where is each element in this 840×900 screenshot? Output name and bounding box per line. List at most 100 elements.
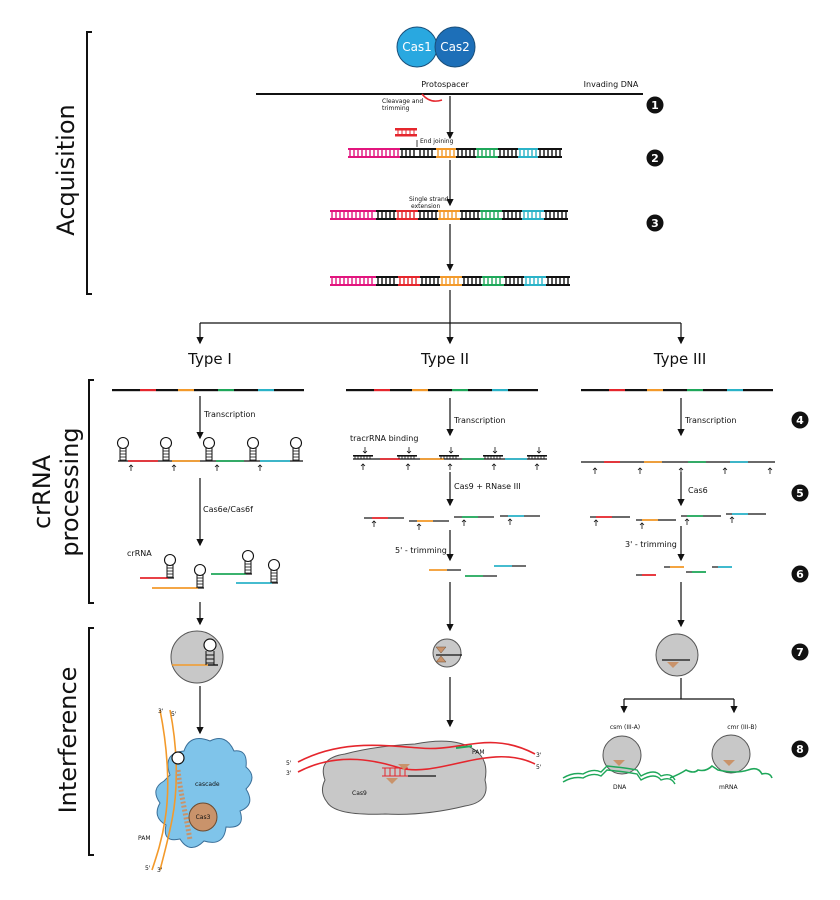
acquisition-bracket xyxy=(86,31,92,295)
cas6-label: Cas6 xyxy=(688,486,708,495)
cleavage-site-arrow xyxy=(684,518,690,525)
type3-branch xyxy=(620,678,738,714)
type1-3prime-bottom: 3' xyxy=(157,867,163,874)
tracrrna-duplex xyxy=(439,447,459,459)
tracrrna-duplex xyxy=(483,447,503,459)
array-segment xyxy=(538,148,562,158)
array-segment xyxy=(376,276,398,286)
array-segment xyxy=(476,148,498,158)
tracrrna-binding-label: tracrRNA binding xyxy=(350,434,418,443)
cas2-protein xyxy=(434,26,476,68)
cleavage-label-1: Cleavage and xyxy=(382,98,423,105)
transcript-segment xyxy=(194,389,218,392)
repeat-hairpin xyxy=(116,436,130,461)
step-marker-6: 6 xyxy=(791,565,809,583)
cleavage-site-arrow xyxy=(491,463,497,470)
array-segment xyxy=(376,210,396,220)
repeat-hairpin xyxy=(289,436,303,461)
array-segment xyxy=(462,276,482,286)
cleavage-site-arrow xyxy=(171,464,177,471)
trim3-label: 3' - trimming xyxy=(625,540,677,549)
transcript-segment xyxy=(703,389,727,392)
type-1-heading: Type I xyxy=(187,350,232,368)
step-number: 7 xyxy=(796,646,804,659)
type1-mature-crrnas xyxy=(140,549,281,589)
cas9-rnase-label: Cas9 + RNase III xyxy=(454,482,521,491)
type1-pre-crrna xyxy=(116,436,303,471)
step-number: 6 xyxy=(796,568,804,581)
repeat-hairpin xyxy=(241,549,255,574)
type1-5prime-bottom: 5' xyxy=(145,865,151,872)
step-marker-7: 7 xyxy=(791,643,809,661)
type1-pam-label: PAM xyxy=(138,835,151,842)
crrna-bracket xyxy=(88,379,94,604)
cleavage-site-arrow xyxy=(592,467,598,474)
array-segment xyxy=(482,276,504,286)
transcript-segment xyxy=(468,389,492,392)
transcript-segment xyxy=(346,389,374,392)
step-number: 2 xyxy=(651,152,659,165)
step-marker-3: 3 xyxy=(646,214,664,232)
dna-strand-orange-2 xyxy=(159,709,178,871)
mrna-label: mRNA xyxy=(719,784,739,791)
cas1-label: Cas1 xyxy=(402,40,432,54)
type-3-heading: Type III xyxy=(653,350,707,368)
cleavage-site-arrow xyxy=(729,516,735,523)
step-number: 1 xyxy=(651,99,659,112)
repeat-hairpin xyxy=(246,436,260,461)
transcript-segment xyxy=(390,389,412,392)
type2-5prime-left: 5' xyxy=(286,760,292,767)
transcript-segment xyxy=(687,389,703,392)
cleavage-site-arrow xyxy=(405,463,411,470)
single-strand-label-1: Single strand xyxy=(409,196,449,203)
transcript-segment xyxy=(452,389,468,392)
type2-transcript-line xyxy=(346,389,538,392)
cleavage-site-arrow xyxy=(534,463,540,470)
array-segment xyxy=(524,276,546,286)
array-segment xyxy=(330,276,376,286)
csm-complex: DNA xyxy=(562,735,676,791)
cmr-target-rna xyxy=(669,764,773,779)
csm-label: csm (III-A) xyxy=(610,724,640,731)
cleavage-site-arrow xyxy=(507,518,513,525)
step-marker-4: 4 xyxy=(791,411,809,429)
cleavage-site-arrow xyxy=(722,467,728,474)
transcript-segment xyxy=(492,389,508,392)
type2-5prime-right: 5' xyxy=(536,764,542,771)
dna-hybrid-ladder xyxy=(175,769,193,841)
type2-cleaved-units xyxy=(364,515,540,530)
type2-3prime-right: 3' xyxy=(536,752,542,759)
type2-transcription-label: Transcription xyxy=(453,416,505,425)
type3-effector-complex xyxy=(655,633,699,677)
array-segment xyxy=(418,148,436,158)
repeat-hairpin xyxy=(159,436,173,461)
transcript-segment xyxy=(218,389,234,392)
repeat-hairpin xyxy=(163,553,177,578)
trim5-label: 5' - trimming xyxy=(395,546,447,555)
type-branch xyxy=(196,290,685,345)
transcript-segment xyxy=(258,389,274,392)
cleavage-site-arrow xyxy=(447,463,453,470)
csm-target-dna-2 xyxy=(562,769,676,785)
cmr-complex: mRNA xyxy=(669,734,773,791)
step-marker-5: 5 xyxy=(791,484,809,502)
step-marker-1: 1 xyxy=(646,96,664,114)
step-marker-8: 8 xyxy=(791,740,809,758)
step-number: 8 xyxy=(796,743,804,756)
array-segment xyxy=(438,210,460,220)
type2-pam-label: PAM xyxy=(472,749,485,756)
array-segment xyxy=(522,210,544,220)
cas3-protein xyxy=(188,802,218,832)
array-segment xyxy=(498,148,518,158)
array-segment xyxy=(480,210,502,220)
type1-transcript-line xyxy=(112,389,304,392)
array-segment xyxy=(518,148,538,158)
single-strand-label-2: extension xyxy=(411,203,440,210)
type3-pre-crrna xyxy=(581,461,775,474)
type2-cas9-interference: PAM Cas9 5' 3' 3' 5' xyxy=(286,740,542,815)
crrna-label: crRNA xyxy=(127,549,152,558)
type3-transcription-label: Transcription xyxy=(684,416,736,425)
tracrrna-duplex xyxy=(397,447,417,459)
invading-dna-label: Invading DNA xyxy=(584,80,639,89)
array-segment xyxy=(330,210,376,220)
